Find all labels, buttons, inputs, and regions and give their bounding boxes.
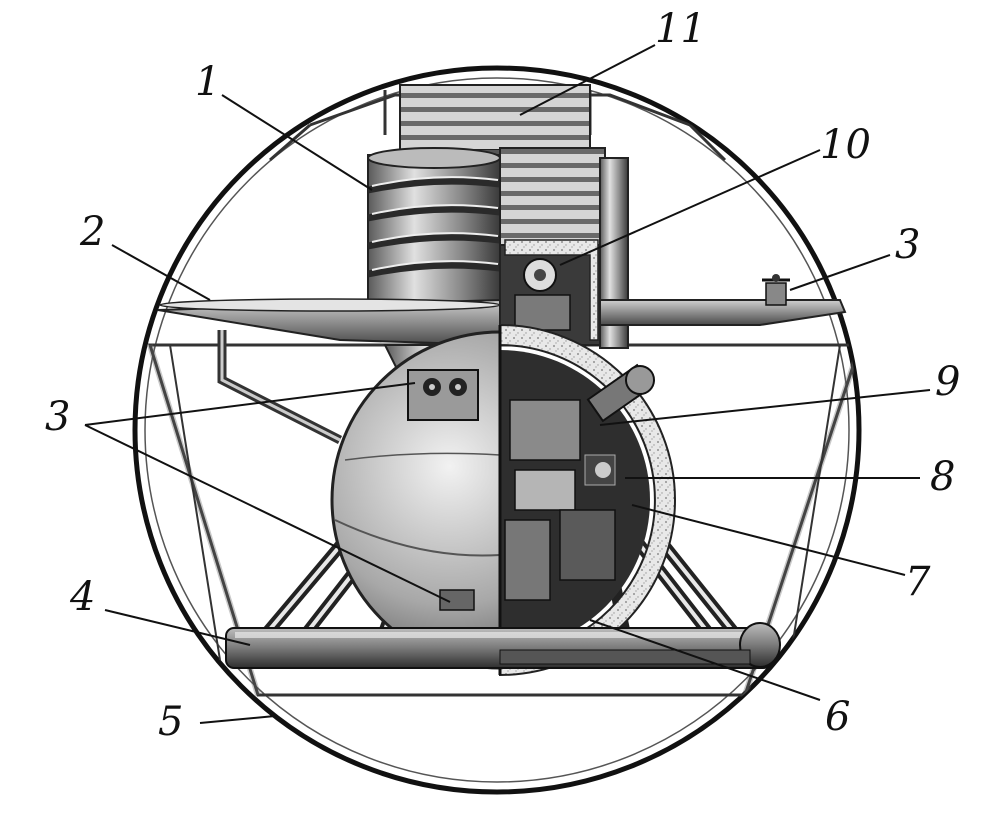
callout-labels: 1 2 3 3 4 5 6 7 8 9 10 11 [45, 6, 960, 745]
callout-10: 10 [820, 122, 871, 168]
callout-11: 11 [655, 6, 706, 52]
base-ring [225, 622, 781, 669]
outer-shell [132, 65, 862, 795]
callout-6: 6 [825, 694, 850, 740]
heat-shield-plate [157, 298, 847, 347]
callout-4: 4 [69, 574, 95, 620]
callout-1: 1 [195, 59, 220, 105]
instrument-probe [586, 363, 655, 423]
coiled-cylinder [367, 147, 501, 306]
leader-lines [84, 44, 931, 724]
descent-sphere-cutaway [498, 323, 676, 677]
callout-3-left: 3 [45, 394, 70, 440]
callout-2: 2 [79, 209, 105, 255]
valve-fitting [762, 274, 790, 306]
callout-5: 5 [158, 699, 183, 745]
callout-3-right: 3 [895, 222, 920, 268]
callout-7: 7 [905, 559, 931, 605]
lower-connector [439, 589, 475, 611]
connector-box [407, 369, 479, 421]
callout-9: 9 [935, 359, 960, 405]
side-pipe-highlight [220, 330, 341, 442]
callout-8: 8 [930, 454, 955, 500]
